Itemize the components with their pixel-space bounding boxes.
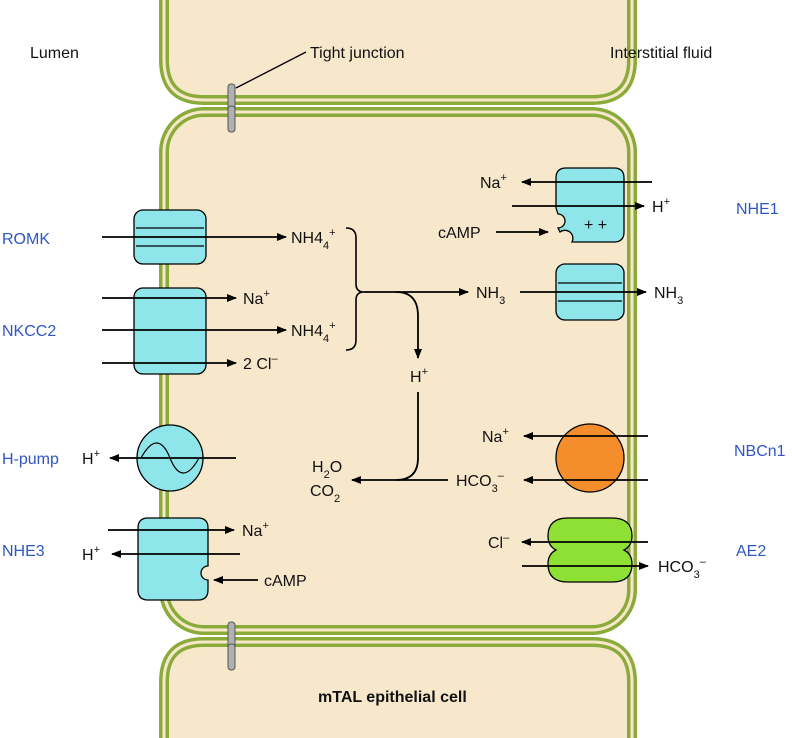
nhe3-exchanger [137, 517, 209, 601]
cytosol-h-label: H+ [410, 366, 428, 386]
tight-junction-pointer [235, 51, 307, 89]
nhe3-na-label: Na+ [242, 520, 269, 540]
co2-label: CO2 [310, 483, 340, 505]
nhe1-h-label: H+ [652, 196, 670, 216]
ae2-exchanger [547, 517, 633, 583]
ae2-label: AE2 [736, 543, 766, 560]
nhe1-camp-label: cAMP [438, 225, 481, 242]
nbcn1-hco3-label: HCO3– [456, 470, 505, 495]
nhe3-label: NHE3 [2, 543, 45, 560]
romk-nh4-label: NH44+ [291, 227, 336, 252]
nhe1-exchanger: + + [555, 167, 625, 243]
nkcc2-na-label: Na+ [243, 288, 270, 308]
nkcc2-transporter [133, 287, 207, 375]
nkcc2-nh4-label: NH44+ [291, 320, 336, 345]
nbcn1-na-label: Na+ [482, 426, 509, 446]
h-branch-arrow [395, 291, 422, 359]
nh3-internal-label: NH3 [476, 285, 505, 307]
h2o-label: H2O [312, 459, 342, 481]
nhe3-h-label: H+ [82, 544, 100, 564]
hpump-h-label: H+ [82, 448, 100, 468]
ae2-hco3-label: HCO3– [658, 556, 707, 581]
lower-cell [159, 637, 637, 738]
tight-junction-top [227, 83, 236, 133]
cell-label: mTAL epithelial cell [318, 689, 467, 706]
nkcc2-cl-label: 2 Cl– [243, 353, 278, 373]
nh3-external-label: NH3 [654, 285, 683, 307]
hpump-label: H-pump [2, 451, 59, 468]
nhe1-na-label: Na+ [480, 172, 507, 192]
interstitial-fluid-label: Interstitial fluid [610, 45, 712, 62]
nhe3-camp-label: cAMP [264, 573, 307, 590]
nbcn1-cotransporter [555, 423, 625, 493]
ae2-cl-label: Cl– [488, 532, 510, 552]
romk-label: ROMK [2, 231, 50, 248]
tight-junction-label: Tight junction [310, 45, 405, 62]
nkcc2-label: NKCC2 [2, 323, 56, 340]
nhe1-charges: + + [584, 217, 607, 234]
nhe1-label: NHE1 [736, 201, 779, 218]
upper-cell [159, 0, 637, 105]
nbcn1-label: NBCn1 [734, 443, 786, 460]
lumen-label: Lumen [30, 45, 79, 62]
tight-junction-bottom [227, 621, 236, 671]
